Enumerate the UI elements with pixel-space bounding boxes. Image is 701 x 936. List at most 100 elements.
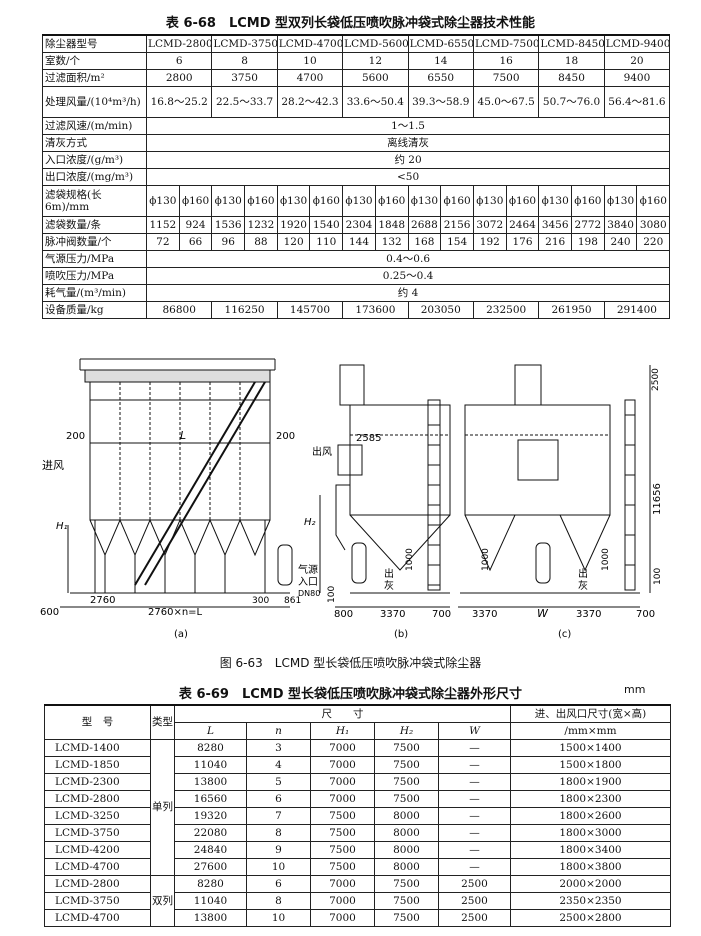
header-type: 类型	[150, 704, 175, 740]
table-cell: 8000	[374, 824, 439, 842]
table-cell: ϕ130	[342, 185, 376, 217]
label-air-source: 气源	[298, 563, 318, 576]
label-100-c: 100	[653, 568, 663, 585]
table-cell: 16	[472, 52, 540, 70]
table-cell: 3072	[472, 216, 507, 234]
label-700-b: 700	[432, 609, 451, 620]
table-cell: 2464	[505, 216, 540, 234]
table-cell: 2500	[438, 909, 511, 927]
label-861: 861	[284, 596, 301, 606]
table-cell: 7500	[374, 875, 439, 893]
table-cell: 9400	[603, 69, 671, 87]
table-cell: 12	[342, 52, 409, 70]
table-cell: —	[438, 824, 511, 842]
label-2500: 2500	[651, 368, 661, 391]
table-cell: 7500	[374, 892, 439, 910]
figure-caption: 图 6-63 LCMD 型长袋低压喷吹脉冲袋式除尘器	[219, 656, 482, 670]
table-cell: 1848	[374, 216, 409, 234]
table-cell: 232500	[472, 301, 540, 319]
row-label: 出口浓度/(mg/m³)	[42, 168, 147, 186]
table-cell: 3080	[636, 216, 671, 234]
table-cell: —	[438, 756, 511, 774]
table-cell: 16.8～25.2	[145, 86, 213, 118]
label-600: 600	[40, 607, 59, 618]
label-2760: 2760	[90, 595, 115, 606]
table-cell: 5	[246, 773, 311, 791]
label-100-b: 100	[327, 586, 337, 603]
table-cell: 1800×1900	[510, 773, 671, 791]
table-cell: 144	[342, 233, 376, 251]
table-cell: 1232	[244, 216, 278, 234]
table-cell: 7000	[310, 790, 375, 808]
row-label: 耗气量/(m³/min)	[42, 284, 147, 302]
table-cell: 72	[146, 233, 180, 251]
table-cell: 7500	[310, 824, 375, 842]
model-cell: LCMD-2800	[44, 790, 151, 808]
table-68-title: 表 6-68 LCMD 型双列长袋低压喷吹脉冲袋式除尘器技术性能	[165, 16, 536, 31]
table-cell: 28.2～42.3	[276, 86, 344, 118]
table-cell: 3	[246, 739, 311, 757]
table-row: 清灰方式离线清灰	[42, 134, 671, 152]
table-cell: 6	[145, 52, 213, 70]
table-cell: ϕ130	[146, 185, 180, 217]
table-cell: 9	[246, 841, 311, 859]
label-700-c: 700	[636, 609, 655, 620]
table-cell: 13800	[174, 773, 247, 791]
table-cell: 7500	[472, 69, 540, 87]
table-cell: 8000	[374, 858, 439, 876]
label-1000-c: 1000	[481, 548, 491, 571]
table-69-unit: mm	[624, 683, 646, 696]
model-column-header: LCMD-6550	[407, 34, 474, 53]
table-cell: 1800×3000	[510, 824, 671, 842]
model-cell: LCMD-1850	[44, 756, 151, 774]
table-cell: 16560	[174, 790, 247, 808]
table-cell: 1800×2300	[510, 790, 671, 808]
table-cell: 4700	[276, 69, 344, 87]
table-cell: 216	[538, 233, 573, 251]
model-cell: LCMD-3750	[44, 824, 151, 842]
table-cell: 2350×2350	[510, 892, 671, 910]
row-label: 滤袋规格(长6m)/mm	[42, 185, 147, 217]
table-cell: 7500	[310, 841, 375, 859]
view-c-end-elevation	[458, 364, 651, 608]
label-ash-c2: 灰	[578, 579, 588, 592]
table-cell: 22080	[174, 824, 247, 842]
table-cell: 173600	[342, 301, 409, 319]
table-cell: 2772	[571, 216, 605, 234]
table-cell: 110	[309, 233, 344, 251]
table-cell: 8000	[374, 841, 439, 859]
table-cell: 11040	[174, 892, 247, 910]
label-ash-b2: 灰	[384, 579, 394, 592]
header-port-unit: /mm×mm	[510, 722, 671, 740]
table-cell: 168	[407, 233, 442, 251]
header-model: 型 号	[44, 704, 151, 740]
table-cell: 86800	[145, 301, 213, 319]
row-shared-value: 0.4～0.6	[145, 250, 671, 268]
table-69-title: 表 6-69 LCMD 型长袋低压喷吹脉冲袋式除尘器外形尺寸	[178, 687, 523, 702]
model-cell: LCMD-3750	[44, 892, 151, 910]
dust-collector-figure: 200 L 200 进风 H₁ 气源 入口 DN80 300 861 600 2…	[40, 358, 663, 640]
table-cell: ϕ130	[407, 185, 442, 217]
table-cell: 198	[571, 233, 605, 251]
table-cell: 39.3～58.9	[407, 86, 474, 118]
table-row: 出口浓度/(mg/m³)<50	[42, 168, 671, 186]
table-cell: —	[438, 773, 511, 791]
label-ash-b1: 出	[384, 567, 394, 580]
model-cell: LCMD-3250	[44, 807, 151, 825]
view-a-front-elevation	[60, 358, 293, 608]
table-cell: ϕ130	[211, 185, 246, 217]
table-cell: 7000	[310, 739, 375, 757]
table-69: 型 号 类型 尺 寸 进、出风口尺寸(宽×高) L n H₁ H₂ W /mm×…	[44, 704, 671, 927]
table-cell: 240	[603, 233, 638, 251]
table-cell: 8	[246, 892, 311, 910]
table-cell: ϕ160	[636, 185, 671, 217]
